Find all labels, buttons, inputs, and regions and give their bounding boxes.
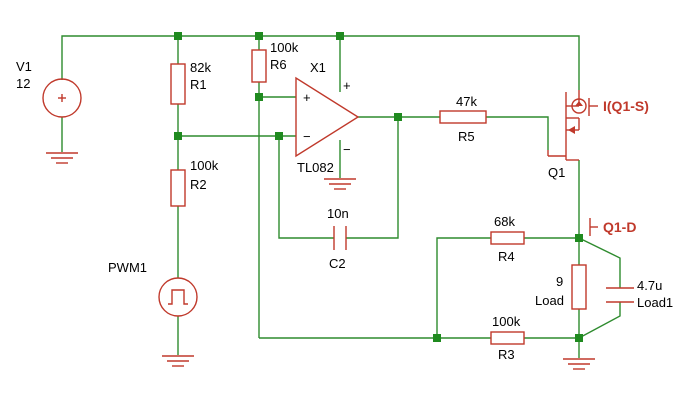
node <box>575 334 583 342</box>
resistor-r1[interactable] <box>170 63 186 105</box>
v1-value: 12 <box>16 76 30 91</box>
wire-r4-left <box>436 237 491 338</box>
opamp-noninv-sign: + <box>303 90 311 105</box>
probe-drain-label: Q1-D <box>603 219 636 235</box>
pwm-source[interactable] <box>158 277 198 317</box>
node <box>174 132 182 140</box>
wires <box>61 35 621 358</box>
resistor-r6[interactable] <box>251 49 267 83</box>
current-probe-icon <box>571 98 598 116</box>
ground-icon <box>563 358 595 370</box>
voltage-source-v1[interactable] <box>42 78 82 118</box>
ground-icon <box>162 355 194 367</box>
mosfet-q1[interactable] <box>547 90 580 161</box>
wire-r5-gate <box>486 116 549 150</box>
opamp-vplus-sign: + <box>343 78 351 93</box>
node <box>275 132 283 140</box>
resistor-load[interactable] <box>571 264 587 310</box>
ground-icon <box>324 178 356 190</box>
wire-top-rail <box>61 35 580 90</box>
node <box>575 234 583 242</box>
node <box>394 113 402 121</box>
q1-name: Q1 <box>548 165 565 180</box>
wire-load1-top <box>578 237 621 288</box>
r1-value: 82k <box>190 60 211 75</box>
load-name: Load <box>535 293 564 308</box>
r5-value: 47k <box>456 94 477 109</box>
load1-value: 4.7u <box>637 278 662 293</box>
r4-value: 68k <box>494 214 515 229</box>
r2-value: 100k <box>190 158 219 173</box>
r4-name: R4 <box>498 249 515 264</box>
wire-c2-right <box>346 117 399 239</box>
opamp-x1[interactable] <box>295 76 360 158</box>
c2-name: C2 <box>329 256 346 271</box>
v1-name: V1 <box>16 59 32 74</box>
c2-value: 10n <box>327 206 349 221</box>
r1-name: R1 <box>190 77 207 92</box>
x1-part: TL082 <box>297 160 334 175</box>
wire-c2-left <box>278 136 334 239</box>
capacitor-load1[interactable] <box>606 287 634 303</box>
pwm1-name: PWM1 <box>108 260 147 275</box>
r5-name: R5 <box>458 129 475 144</box>
r2-name: R2 <box>190 177 207 192</box>
node <box>336 32 344 40</box>
load1-name: Load1 <box>637 295 673 310</box>
opamp-inv-sign: − <box>303 129 311 144</box>
r6-name: R6 <box>270 57 287 72</box>
load-value: 9 <box>556 274 563 289</box>
resistor-r3[interactable] <box>490 331 525 345</box>
node <box>255 32 263 40</box>
resistor-r5[interactable] <box>439 110 487 124</box>
voltage-probe-icon <box>589 218 598 236</box>
capacitor-c2[interactable] <box>333 226 347 250</box>
resistor-r4[interactable] <box>490 231 525 245</box>
ground-icon <box>46 152 78 164</box>
probe-current-label: I(Q1-S) <box>603 98 649 114</box>
wire-load1-bottom <box>578 302 621 339</box>
node <box>433 334 441 342</box>
r3-value: 100k <box>492 314 521 329</box>
x1-name: X1 <box>310 60 326 75</box>
node <box>174 32 182 40</box>
resistor-r2[interactable] <box>170 169 186 207</box>
r3-name: R3 <box>498 347 515 362</box>
r6-value: 100k <box>270 40 299 55</box>
junction-nodes <box>174 32 583 342</box>
opamp-vminus-sign: − <box>343 142 351 157</box>
node <box>255 93 263 101</box>
